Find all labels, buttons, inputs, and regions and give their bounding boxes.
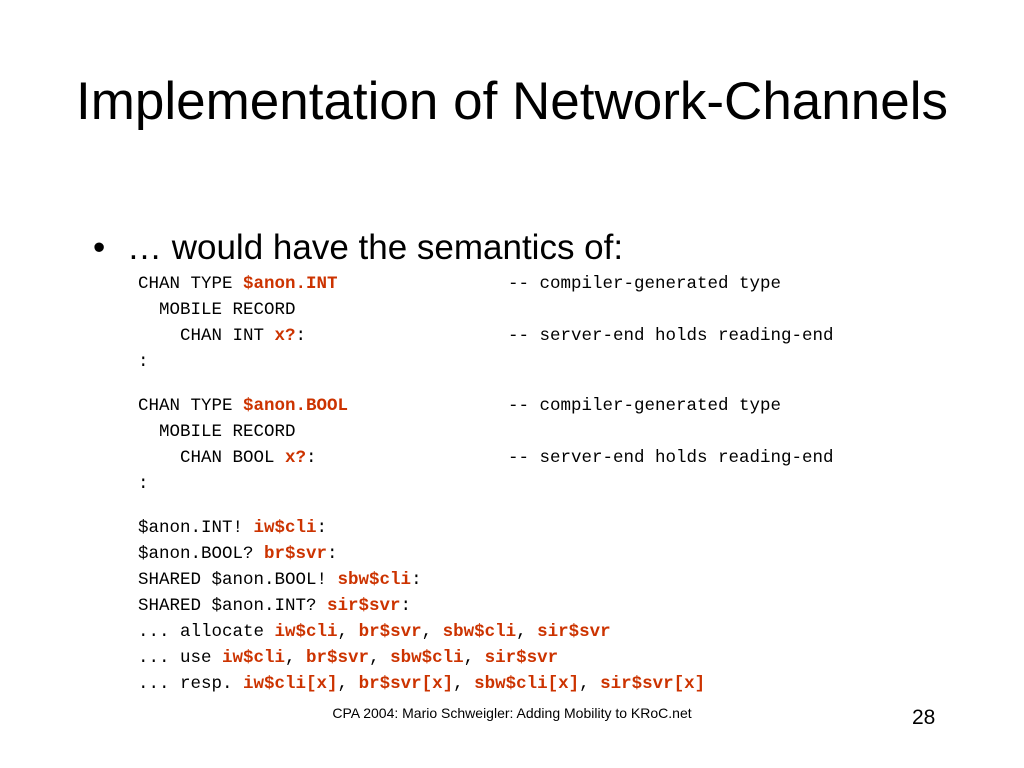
code-comment: -- server-end holds reading-end	[508, 326, 834, 346]
code-line: CHAN BOOL x?:	[138, 445, 317, 471]
code-line: SHARED $anon.INT? sir$svr:	[138, 593, 411, 619]
code-text: CHAN INT	[138, 326, 275, 346]
code-comment: -- server-end holds reading-end	[508, 448, 834, 468]
code-identifier: iw$cli[x]	[243, 674, 338, 694]
code-text: ... resp.	[138, 674, 244, 694]
code-text: ,	[453, 674, 475, 694]
code-text: ,	[369, 648, 391, 668]
code-text: MOBILE RECORD	[138, 422, 296, 442]
code-identifier: br$svr[x]	[358, 674, 454, 694]
code-line: ... use iw$cli, br$svr, sbw$cli, sir$svr	[138, 645, 558, 671]
code-identifier: sbw$cli	[442, 622, 517, 642]
code-identifier: sir$svr	[327, 596, 401, 616]
code-text: :	[295, 326, 307, 346]
code-identifier: br$svr	[306, 648, 370, 668]
code-text: SHARED $anon.BOOL!	[138, 570, 338, 590]
code-comment: -- compiler-generated type	[508, 274, 782, 294]
code-text: CHAN TYPE	[138, 396, 244, 416]
code-text: $anon.BOOL?	[138, 544, 265, 564]
slide-title: Implementation of Network-Channels	[76, 72, 948, 131]
bullet-text: … would have the semantics of:	[127, 228, 624, 267]
code-comment: -- compiler-generated type	[508, 396, 782, 416]
code-identifier: sir$svr	[537, 622, 611, 642]
code-line: MOBILE RECORD	[138, 419, 296, 445]
code-identifier: $anon.INT	[243, 274, 338, 294]
code-identifier: sbw$cli	[390, 648, 464, 668]
code-text: $anon.INT!	[138, 518, 254, 538]
code-line: ... resp. iw$cli[x], br$svr[x], sbw$cli[…	[138, 671, 705, 697]
code-text: ,	[516, 622, 538, 642]
code-line: :	[138, 349, 149, 375]
footer-text: CPA 2004: Mario Schweigler: Adding Mobil…	[332, 705, 692, 721]
code-text: ,	[285, 648, 307, 668]
code-identifier: iw$cli	[274, 622, 338, 642]
code-text: :	[400, 596, 412, 616]
bullet-point: • … would have the semantics of:	[93, 226, 623, 270]
code-text: ,	[421, 622, 443, 642]
code-identifier: br$svr	[264, 544, 328, 564]
code-identifier: iw$cli	[253, 518, 317, 538]
code-text: ... use	[138, 648, 223, 668]
code-text: :	[138, 474, 149, 494]
code-identifier: $anon.BOOL	[243, 396, 349, 416]
code-text: :	[306, 448, 317, 468]
code-identifier: x?	[274, 326, 296, 346]
code-text: ,	[579, 674, 601, 694]
code-text: ,	[337, 674, 359, 694]
code-line: :	[138, 471, 149, 497]
code-line: SHARED $anon.BOOL! sbw$cli:	[138, 567, 422, 593]
code-text: ,	[463, 648, 485, 668]
code-line: $anon.INT! iw$cli:	[138, 515, 327, 541]
code-text: CHAN BOOL	[138, 448, 286, 468]
code-identifier: sir$svr	[484, 648, 559, 668]
code-identifier: x?	[285, 448, 307, 468]
bullet-icon: •	[93, 228, 106, 267]
code-line: MOBILE RECORD	[138, 297, 296, 323]
code-line: CHAN INT x?:	[138, 323, 306, 349]
code-text: CHAN TYPE	[138, 274, 244, 294]
code-identifier: sir$svr[x]	[600, 674, 706, 694]
code-identifier: sbw$cli[x]	[474, 674, 580, 694]
code-text: MOBILE RECORD	[138, 300, 296, 320]
code-text: ... allocate	[138, 622, 275, 642]
code-identifier: br$svr	[358, 622, 422, 642]
code-identifier: iw$cli	[222, 648, 286, 668]
code-identifier: sbw$cli	[337, 570, 412, 590]
code-text: :	[316, 518, 328, 538]
code-line: $anon.BOOL? br$svr:	[138, 541, 338, 567]
code-line: ... allocate iw$cli, br$svr, sbw$cli, si…	[138, 619, 611, 645]
code-text: :	[411, 570, 422, 590]
code-text: ,	[337, 622, 359, 642]
page-number: 28	[912, 706, 936, 729]
code-text: :	[327, 544, 338, 564]
code-text: :	[138, 352, 149, 372]
code-text: SHARED $anon.INT?	[138, 596, 328, 616]
code-line: CHAN TYPE $anon.BOOL	[138, 393, 348, 419]
code-line: CHAN TYPE $anon.INT	[138, 271, 338, 297]
